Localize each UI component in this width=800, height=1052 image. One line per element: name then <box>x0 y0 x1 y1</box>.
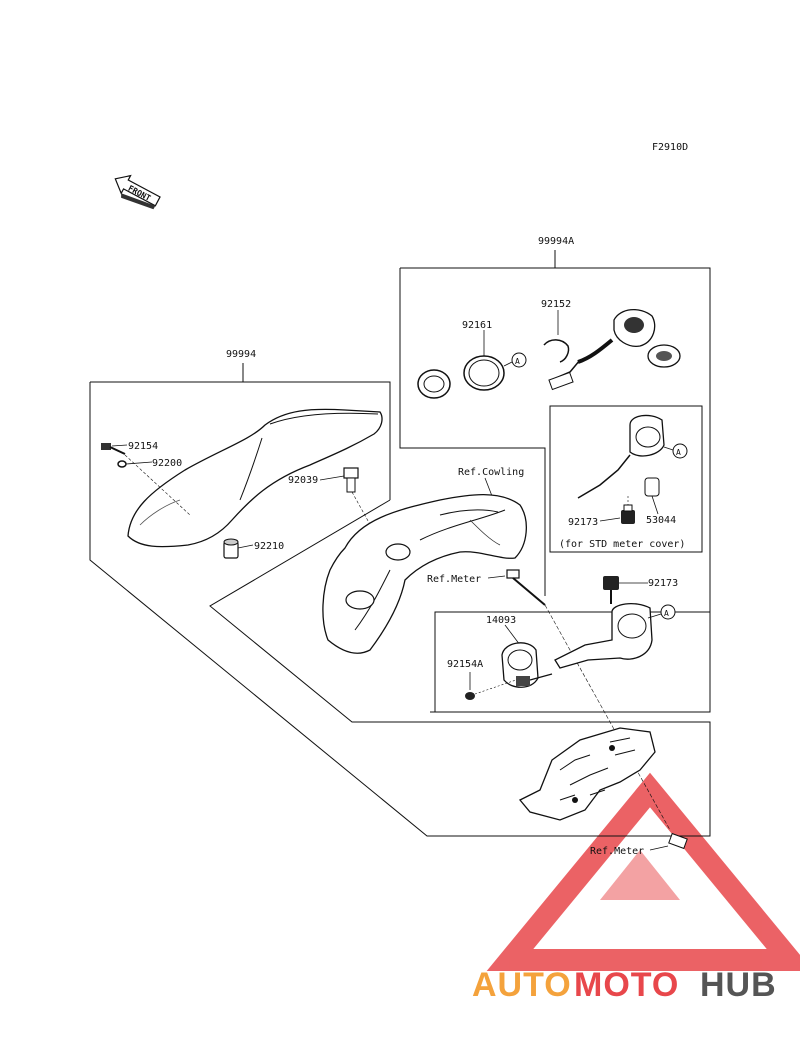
ref-a-circle-2 <box>672 443 688 459</box>
watermark-logo <box>486 772 800 971</box>
callout-92161: 92161 <box>462 320 492 331</box>
callout-14093: 14093 <box>486 615 516 626</box>
clip-92152 <box>543 339 570 363</box>
ref-meter-label-2: Ref.Meter <box>590 846 644 857</box>
switch-92173-a <box>621 504 635 524</box>
callout-92154: 92154 <box>128 441 158 452</box>
spacer-92210 <box>223 538 239 559</box>
cowling-part <box>322 493 527 654</box>
meter-bolt <box>506 569 546 606</box>
ref-meter-label-1: Ref.Meter <box>427 574 481 585</box>
callout-92200: 92200 <box>152 458 182 469</box>
screw-92154a <box>465 692 475 700</box>
meter-bracket <box>554 602 653 669</box>
screw-92039 <box>343 467 359 493</box>
svg-text:A: A <box>676 448 681 457</box>
std-note: (for STD meter cover) <box>559 539 685 550</box>
callout-92152: 92152 <box>541 299 571 310</box>
watermark-moto: MOTO <box>574 966 679 1004</box>
watermark-auto: AUTO <box>472 966 572 1004</box>
callout-53044: 53044 <box>646 515 676 526</box>
front-arrow-icon: FRONT <box>114 174 161 210</box>
svg-text:A: A <box>515 357 520 366</box>
washer-92200 <box>117 460 127 468</box>
callout-92173-b: 92173 <box>648 578 678 589</box>
meter-nut <box>668 832 688 850</box>
switch-92173-b <box>603 576 619 604</box>
kit-a-label: 99994A <box>538 236 574 247</box>
diagram-code: F2910D <box>652 142 688 153</box>
callout-92173-a: 92173 <box>568 517 598 528</box>
kit-outlines <box>89 267 711 837</box>
callout-92039: 92039 <box>288 475 318 486</box>
ref-a-circle-3 <box>660 604 676 620</box>
callout-92154a: 92154A <box>447 659 483 670</box>
clamp-14093 <box>501 642 553 688</box>
svg-text:A: A <box>664 609 669 618</box>
ignition-switch <box>548 309 681 391</box>
kit-main-label: 99994 <box>226 349 256 360</box>
ref-a-circle-1 <box>511 352 527 368</box>
std-meter-bracket <box>577 414 665 499</box>
switch-housing <box>417 369 451 399</box>
windscreen-part <box>127 408 383 548</box>
ref-cowling-label: Ref.Cowling <box>458 467 524 478</box>
lower-stay-bracket <box>518 727 656 821</box>
callout-92210: 92210 <box>254 541 284 552</box>
bolt-92154 <box>101 443 126 455</box>
watermark-hub: HUB <box>700 966 777 1004</box>
